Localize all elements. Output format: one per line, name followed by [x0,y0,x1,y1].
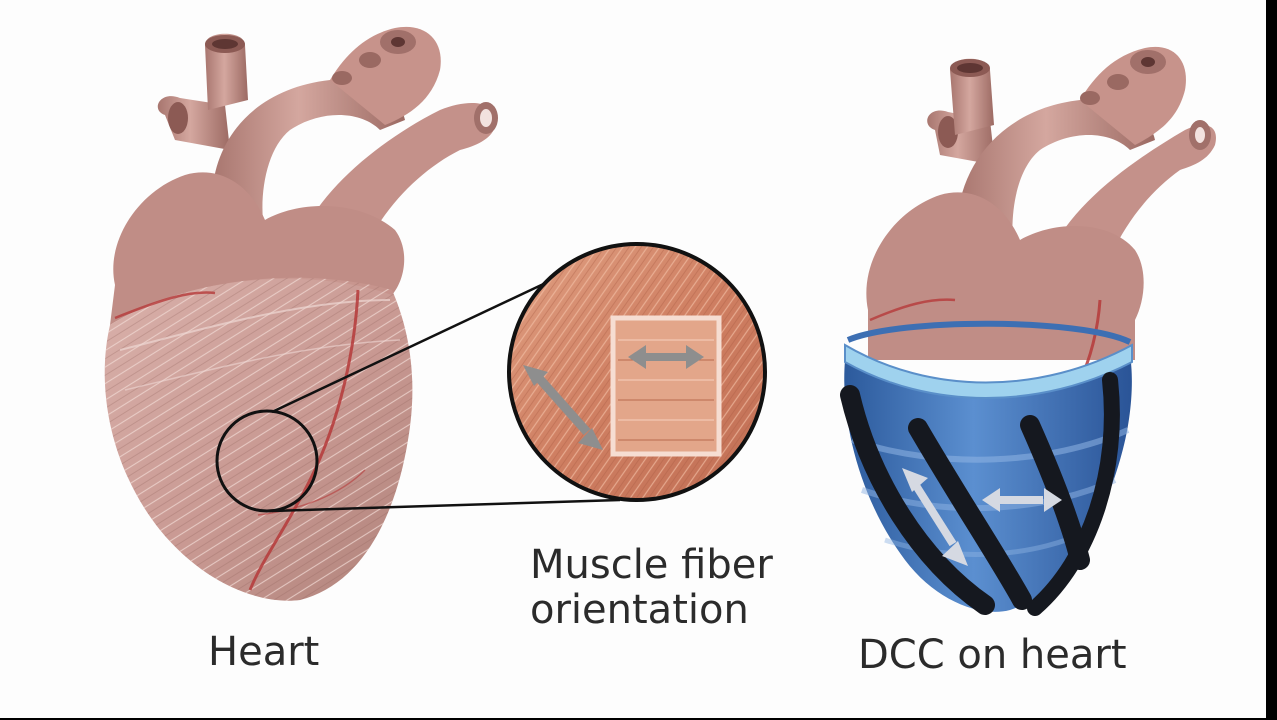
muscle-inset [610,315,722,457]
dcc-arrow-diagonal [902,468,968,566]
heart-coronary-artery [248,289,360,591]
dcc-rim [844,343,1133,399]
heart-vessel-top [205,33,248,110]
heart-illustration [104,26,498,601]
heart-aorta [211,79,405,235]
fiber-arrow-horizontal [628,345,704,369]
heart-zoom-region [215,409,319,513]
heart-atrium [110,172,405,325]
muscle-fiber-label-line1: Muscle fiber [530,542,773,588]
callout-line-top [271,278,553,414]
heart-label: Heart [208,629,320,675]
right-border [1266,0,1277,720]
dcc-arrow-horizontal [982,488,1062,512]
dcc-label: DCC on heart [858,632,1127,678]
muscle-fiber-label-line2: orientation [530,586,749,633]
callout-line-bottom [271,498,621,513]
dcc-heart-illustration [840,46,1216,616]
muscle-fiber-label: Muscle fiber orientation [530,543,773,633]
fiber-arrow-diagonal [523,365,603,450]
muscle-zoom [507,242,767,502]
dcc-actuator-bands [840,372,1120,616]
